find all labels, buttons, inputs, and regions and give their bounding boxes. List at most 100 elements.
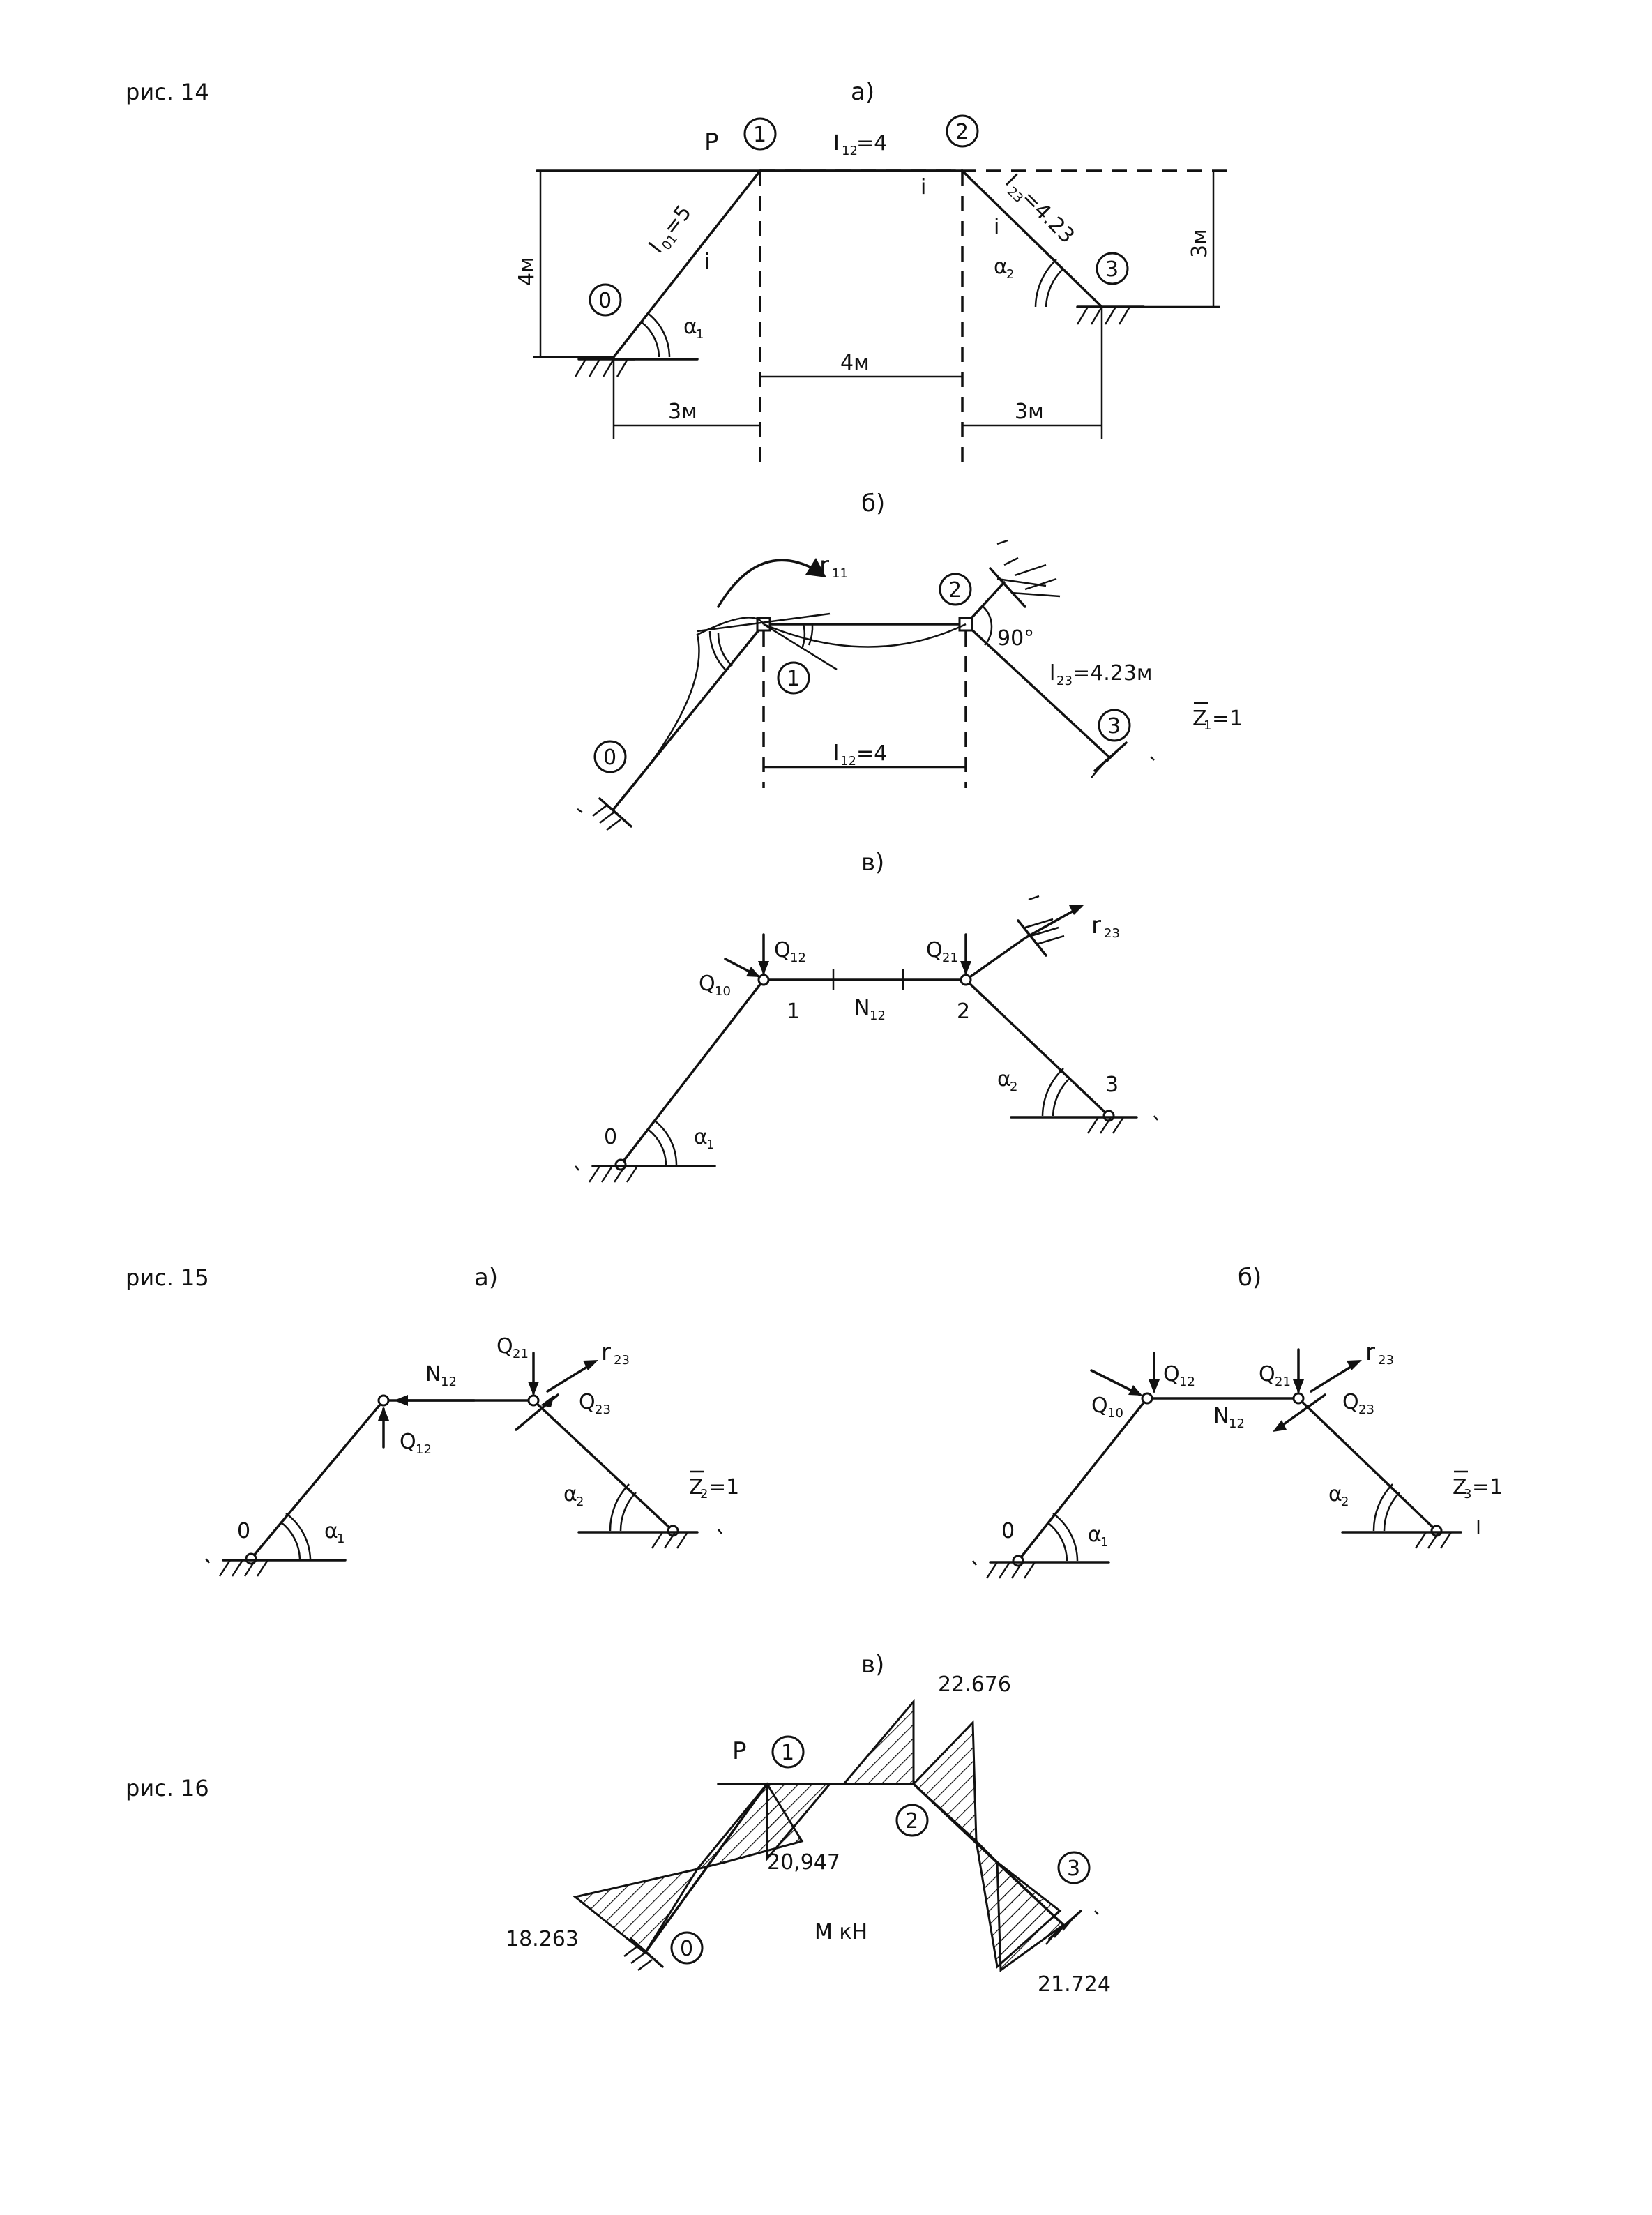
m-load-P: P bbox=[732, 1737, 747, 1765]
15b-angle-label-a1: α 1 bbox=[1088, 1522, 1108, 1550]
m-node-circle-0 bbox=[670, 1931, 704, 1965]
b-node-label-1: 1 bbox=[787, 667, 800, 691]
v-node-label-3: 3 bbox=[1105, 1073, 1119, 1097]
b-node-label-2: 2 bbox=[948, 578, 962, 603]
svg-text:α: α bbox=[994, 255, 1008, 279]
svg-text:α: α bbox=[1088, 1522, 1102, 1547]
fig15-caption: рис. 15 bbox=[126, 1264, 209, 1291]
svg-text:12: 12 bbox=[870, 1008, 886, 1023]
svg-text:1: 1 bbox=[696, 327, 704, 342]
dim-label-3m-right-vertical: 3м bbox=[1188, 229, 1212, 258]
label-90-deg: 90° bbox=[997, 626, 1034, 651]
15b-support-3 bbox=[1341, 1520, 1480, 1549]
svg-text:21: 21 bbox=[513, 1347, 529, 1361]
node-label-1: 1 bbox=[753, 123, 766, 147]
m-node-label-2: 2 bbox=[905, 1809, 918, 1834]
svg-text:Q: Q bbox=[699, 972, 715, 996]
v-member-2-3 bbox=[964, 978, 1110, 1117]
b-member-2-3 bbox=[964, 623, 1110, 758]
svg-text:21: 21 bbox=[1275, 1375, 1291, 1389]
member-2-3 bbox=[961, 169, 1103, 308]
dim-label-4m-mid: 4м bbox=[840, 351, 870, 375]
svg-text:23: 23 bbox=[1056, 674, 1073, 688]
fig15b-frame bbox=[972, 1348, 1480, 1579]
v-support-3 bbox=[1010, 1115, 1158, 1134]
svg-text:N: N bbox=[1213, 1404, 1229, 1428]
angle-arc-a1 bbox=[648, 313, 671, 358]
svg-text:12: 12 bbox=[1229, 1416, 1245, 1431]
svg-text:Q: Q bbox=[1342, 1390, 1359, 1414]
b-rotation-line bbox=[697, 612, 831, 633]
svg-text:Z: Z bbox=[1192, 706, 1207, 731]
svg-text:23: 23 bbox=[614, 1353, 630, 1368]
v-angle-label-a1: α 1 bbox=[694, 1125, 714, 1152]
v-label-Q21: Q 21 bbox=[926, 938, 958, 965]
fig14a-label: а) bbox=[851, 78, 874, 106]
node-label-2: 2 bbox=[955, 120, 969, 144]
m-node-label-3: 3 bbox=[1067, 1857, 1080, 1881]
v-label-N12: N 12 bbox=[854, 996, 886, 1023]
label-I12: I 12 =4 bbox=[833, 131, 887, 158]
svg-text:23: 23 bbox=[1358, 1403, 1374, 1417]
15a-label-r23: r 23 bbox=[601, 1338, 630, 1368]
svg-text:l: l bbox=[833, 741, 839, 766]
svg-text:Q: Q bbox=[1259, 1362, 1275, 1386]
15b-label-Q23: Q 23 bbox=[1342, 1390, 1374, 1417]
15b-support-0 bbox=[972, 1560, 1110, 1579]
node-circle-3 bbox=[1096, 252, 1129, 285]
svg-text:r: r bbox=[1365, 1338, 1375, 1366]
b-node-circle-2 bbox=[939, 573, 972, 606]
svg-text:=5: =5 bbox=[658, 201, 697, 240]
angle-arc-a2 bbox=[1045, 268, 1064, 308]
svg-text:=1: =1 bbox=[1212, 706, 1243, 731]
label-I23: I 23 =4.23 bbox=[1000, 169, 1079, 248]
moment-value-21724: 21.724 bbox=[1038, 1972, 1111, 1997]
fig15v-label: в) bbox=[861, 1651, 884, 1679]
15a-member-0-1 bbox=[250, 1399, 385, 1560]
15b-member-0-1 bbox=[1017, 1397, 1149, 1562]
15b-label-r23: r 23 bbox=[1365, 1338, 1394, 1368]
v-node-label-1: 1 bbox=[787, 999, 800, 1024]
m-support-3 bbox=[1045, 1910, 1099, 1945]
b-support-0 bbox=[577, 797, 632, 831]
label-i-23: i bbox=[994, 215, 999, 239]
svg-text:10: 10 bbox=[715, 984, 731, 999]
label-I01: I 01 =5 bbox=[644, 201, 697, 258]
15b-label-N12: N 12 bbox=[1213, 1404, 1245, 1431]
moment-value-18263: 18.263 bbox=[506, 1927, 579, 1951]
svg-text:=1: =1 bbox=[1472, 1475, 1503, 1499]
svg-text:r: r bbox=[601, 1338, 611, 1366]
b-node-label-3: 3 bbox=[1107, 714, 1121, 739]
v-support-top bbox=[1017, 895, 1065, 957]
m-node-circle-3 bbox=[1057, 1851, 1091, 1884]
b-node-label-0: 0 bbox=[603, 746, 616, 770]
15a-label-Q23: Q 23 bbox=[579, 1390, 611, 1417]
svg-text:Q: Q bbox=[1163, 1362, 1180, 1386]
svg-text:=4: =4 bbox=[856, 131, 887, 156]
v-hinge-2 bbox=[960, 974, 972, 986]
v-member-0-1 bbox=[619, 978, 765, 1166]
svg-text:12: 12 bbox=[840, 754, 856, 769]
svg-text:Q: Q bbox=[579, 1390, 596, 1414]
b-node-circle-3 bbox=[1098, 709, 1131, 742]
label-l12: l 12 =4 bbox=[833, 741, 887, 769]
svg-text:23: 23 bbox=[1104, 926, 1120, 941]
svg-text:I: I bbox=[833, 131, 840, 156]
svg-text:2: 2 bbox=[576, 1495, 584, 1509]
15b-label-Q12: Q 12 bbox=[1163, 1362, 1195, 1389]
fig16-caption: рис. 16 bbox=[126, 1775, 209, 1801]
svg-text:Q: Q bbox=[774, 938, 791, 962]
b-node-circle-0 bbox=[593, 740, 627, 773]
15a-support-0 bbox=[205, 1558, 347, 1577]
svg-text:r: r bbox=[819, 552, 829, 580]
svg-text:23: 23 bbox=[1378, 1353, 1394, 1368]
svg-text:11: 11 bbox=[832, 566, 848, 581]
m-area-1 bbox=[766, 1783, 833, 1862]
svg-text:12: 12 bbox=[1179, 1375, 1195, 1389]
m-area-3 bbox=[996, 1859, 1066, 1972]
b-support-3 bbox=[1091, 741, 1155, 778]
svg-text:Z: Z bbox=[1453, 1475, 1467, 1499]
angle-label-a1: α 1 bbox=[683, 315, 704, 342]
svg-text:N: N bbox=[425, 1362, 441, 1386]
dim-label-3m-left: 3м bbox=[668, 400, 697, 424]
